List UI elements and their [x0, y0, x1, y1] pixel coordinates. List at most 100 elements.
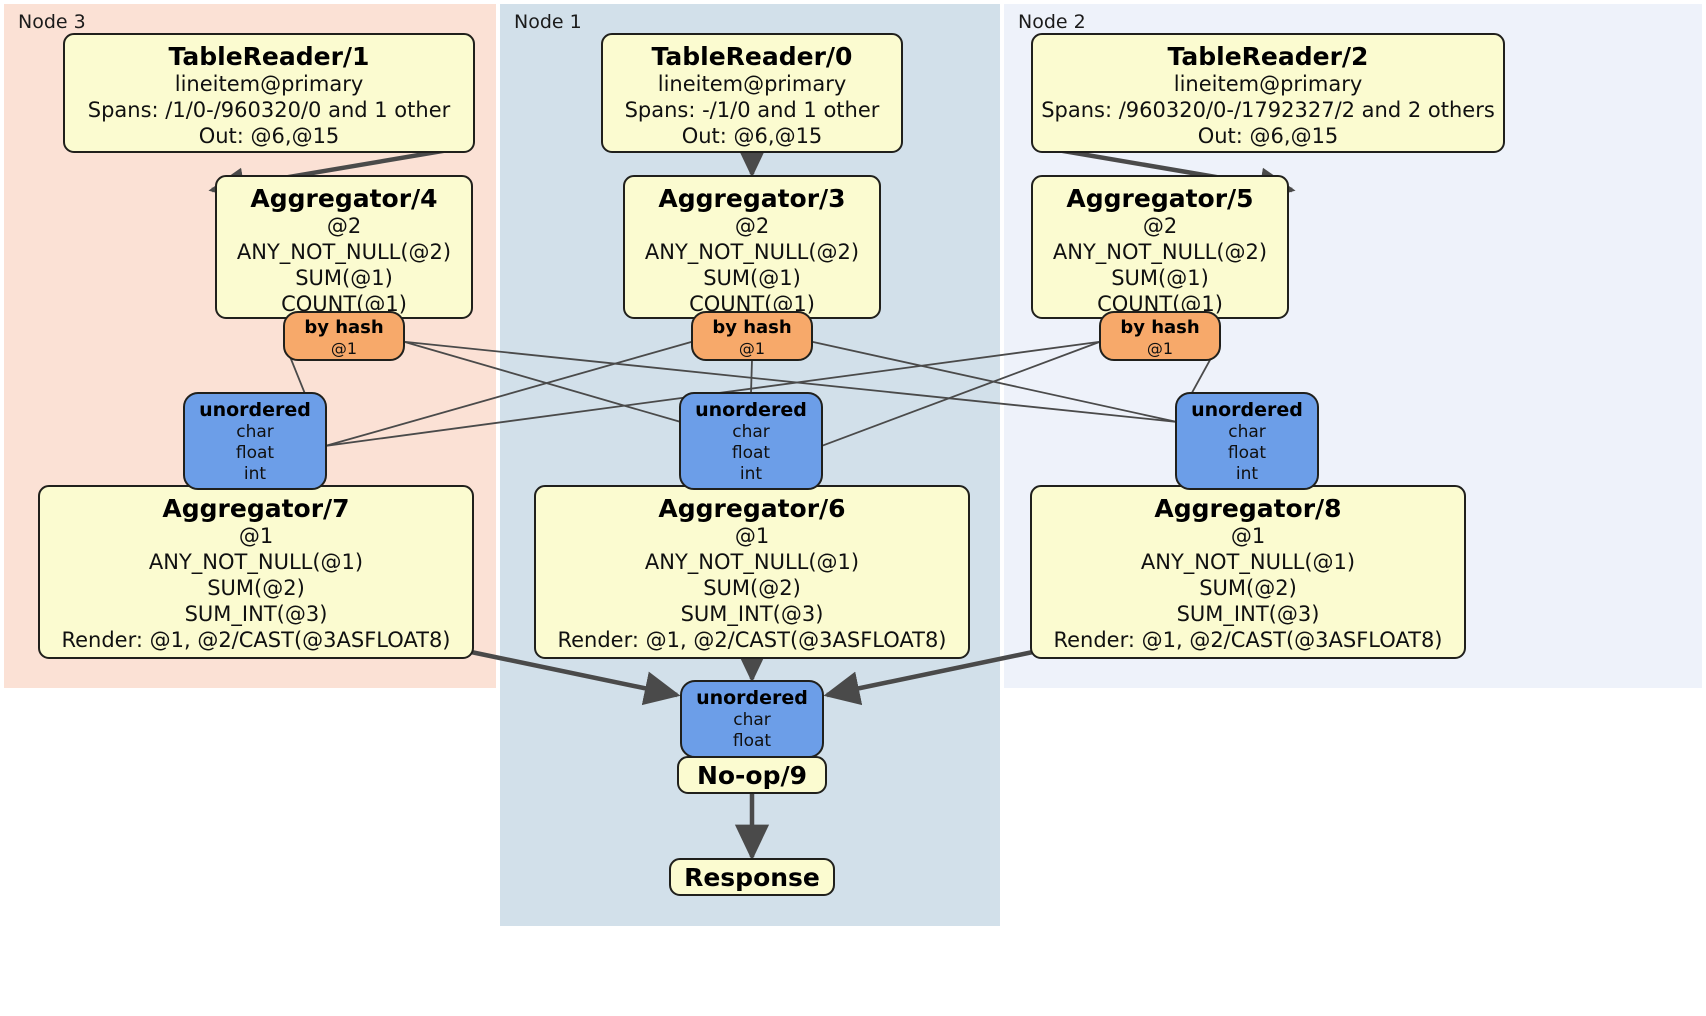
box-detail-line: lineitem@primary	[658, 72, 847, 96]
box-detail-line: int	[1236, 464, 1258, 484]
box-title: Aggregator/8	[1154, 494, 1341, 523]
box-detail-line: @2	[735, 214, 769, 238]
box-detail-line: @1	[735, 524, 769, 548]
box-title: No-op/9	[697, 761, 807, 790]
box-detail-line: @2	[327, 214, 361, 238]
box-shape[interactable]	[679, 392, 823, 490]
box-detail-line: Spans: /1/0-/960320/0 and 1 other	[88, 98, 451, 122]
router-by-hash-4[interactable]: by hash@1	[283, 311, 405, 361]
edge-aggregator-8-to-unordered-final	[823, 649, 1034, 706]
box-shape[interactable]	[283, 311, 405, 361]
box-shape[interactable]	[183, 392, 327, 490]
edge-by-hash-4-to-unordered-6	[403, 340, 681, 423]
box-detail-line: int	[244, 464, 266, 484]
box-detail-line: float	[236, 443, 275, 463]
region-label: Node 2	[1018, 11, 1086, 33]
processor-aggregator-5[interactable]: Aggregator/5@2ANY_NOT_NULL(@2)SUM(@1)COU…	[1031, 175, 1289, 319]
box-title: by hash	[304, 317, 383, 338]
box-detail-line: lineitem@primary	[1174, 72, 1363, 96]
processor-aggregator-6[interactable]: Aggregator/6@1ANY_NOT_NULL(@1)SUM(@2)SUM…	[534, 485, 970, 659]
box-title: TableReader/1	[169, 42, 370, 71]
box-detail-line: SUM(@2)	[1199, 576, 1297, 600]
edge-by-hash-3-to-unordered-6	[750, 359, 753, 394]
box-shape[interactable]	[669, 858, 835, 896]
box-shape[interactable]	[691, 311, 813, 361]
box-title: Aggregator/6	[658, 494, 845, 523]
box-detail-line: int	[740, 464, 762, 484]
box-shape[interactable]	[63, 33, 475, 153]
box-title: unordered	[695, 399, 807, 421]
box-detail-line: Out: @6,@15	[199, 124, 340, 148]
box-shape[interactable]	[680, 680, 824, 758]
box-title: by hash	[712, 317, 791, 338]
box-title: by hash	[1120, 317, 1199, 338]
box-title: Response	[684, 863, 820, 892]
box-title: Aggregator/4	[250, 184, 437, 213]
box-title: Aggregator/3	[658, 184, 845, 213]
box-detail-line: float	[732, 443, 771, 463]
box-detail-line: lineitem@primary	[175, 72, 364, 96]
box-detail-line: ANY_NOT_NULL(@1)	[645, 550, 859, 575]
box-detail-line: float	[733, 731, 772, 751]
box-shape[interactable]	[1031, 33, 1505, 153]
box-detail-line: Spans: -/1/0 and 1 other	[625, 98, 880, 122]
box-detail-line: char	[733, 710, 771, 730]
box-title: TableReader/2	[1168, 42, 1369, 71]
box-detail-line: char	[236, 422, 274, 442]
box-detail-line: @1	[1147, 339, 1173, 358]
box-shape[interactable]	[1175, 392, 1319, 490]
box-detail-line: SUM_INT(@3)	[681, 602, 824, 627]
box-detail-line: Render: @1, @2/CAST(@3ASFLOAT8)	[1053, 628, 1442, 652]
processor-no-op-9[interactable]: No-op/9	[677, 756, 827, 794]
edge-aggregator-7-to-unordered-final	[470, 649, 681, 706]
processor-response[interactable]: Response	[669, 858, 835, 896]
box-detail-line: ANY_NOT_NULL(@2)	[645, 240, 859, 265]
box-shape[interactable]	[601, 33, 903, 153]
box-detail-line: SUM(@1)	[295, 266, 393, 290]
box-detail-line: ANY_NOT_NULL(@1)	[1141, 550, 1355, 575]
region-label: Node 3	[18, 11, 86, 33]
processor-aggregator-8[interactable]: Aggregator/8@1ANY_NOT_NULL(@1)SUM(@2)SUM…	[1030, 485, 1466, 659]
box-detail-line: SUM_INT(@3)	[1177, 602, 1320, 627]
processor-aggregator-3[interactable]: Aggregator/3@2ANY_NOT_NULL(@2)SUM(@1)COU…	[623, 175, 881, 319]
box-title: TableReader/0	[652, 42, 853, 71]
processor-aggregator-7[interactable]: Aggregator/7@1ANY_NOT_NULL(@1)SUM(@2)SUM…	[38, 485, 474, 659]
processor-aggregator-4[interactable]: Aggregator/4@2ANY_NOT_NULL(@2)SUM(@1)COU…	[215, 175, 473, 319]
box-title: unordered	[696, 687, 808, 709]
box-title: unordered	[199, 399, 311, 421]
box-detail-line: @2	[1143, 214, 1177, 238]
box-detail-line: char	[732, 422, 770, 442]
box-detail-line: Out: @6,@15	[1198, 124, 1339, 148]
box-detail-line: Render: @1, @2/CAST(@3ASFLOAT8)	[61, 628, 450, 652]
router-by-hash-3[interactable]: by hash@1	[691, 311, 813, 361]
box-detail-line: @1	[739, 339, 765, 358]
box-detail-line: ANY_NOT_NULL(@1)	[149, 550, 363, 575]
router-by-hash-5[interactable]: by hash@1	[1099, 311, 1221, 361]
box-detail-line: @1	[239, 524, 273, 548]
box-detail-line: Render: @1, @2/CAST(@3ASFLOAT8)	[557, 628, 946, 652]
box-detail-line: ANY_NOT_NULL(@2)	[1053, 240, 1267, 265]
edge-by-hash-5-to-unordered-6	[821, 340, 1101, 447]
box-detail-line: SUM(@2)	[703, 576, 801, 600]
box-title: Aggregator/5	[1066, 184, 1253, 213]
box-detail-line: SUM_INT(@3)	[185, 602, 328, 627]
region-label: Node 1	[514, 11, 582, 33]
box-detail-line: @1	[1231, 524, 1265, 548]
edge-by-hash-4-to-unordered-8	[403, 340, 1177, 423]
edge-by-hash-3-to-unordered-7	[325, 340, 693, 447]
box-detail-line: Spans: /960320/0-/1792327/2 and 2 others	[1041, 98, 1495, 122]
box-detail-line: Out: @6,@15	[682, 124, 823, 148]
box-detail-line: SUM(@1)	[703, 266, 801, 290]
box-shape[interactable]	[1099, 311, 1221, 361]
box-detail-line: SUM(@1)	[1111, 266, 1209, 290]
